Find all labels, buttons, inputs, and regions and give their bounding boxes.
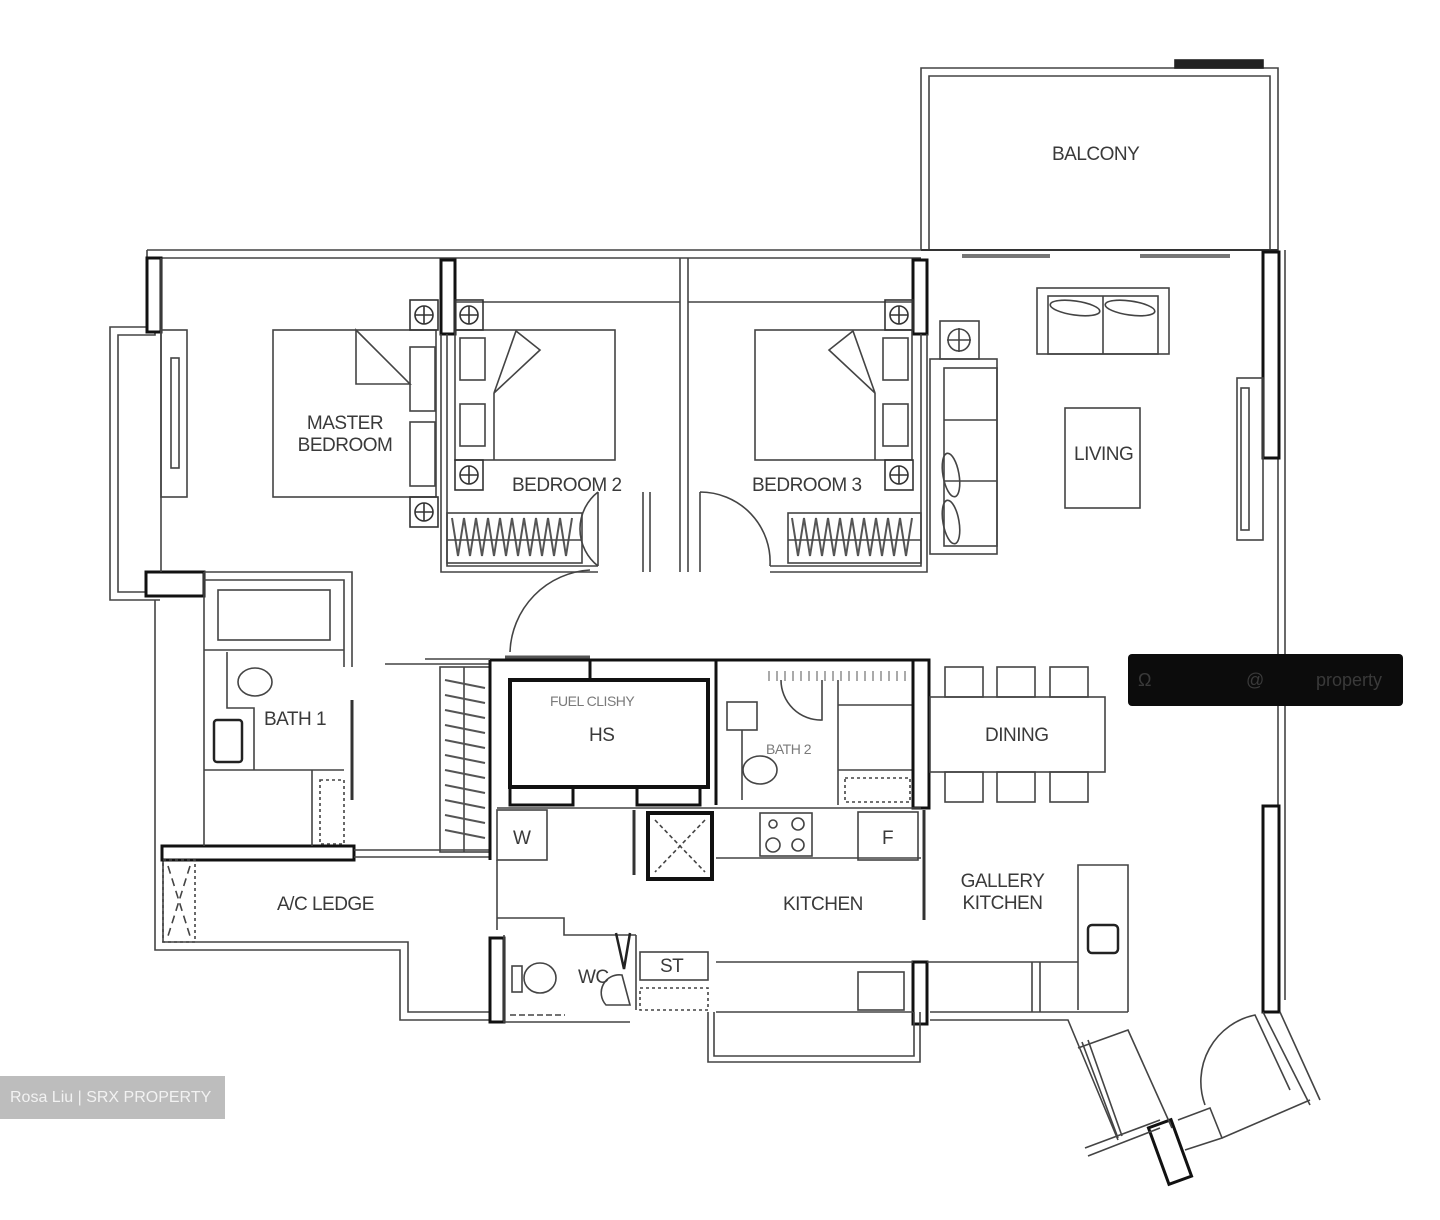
credit-watermark: Rosa Liu | SRX PROPERTY	[0, 1076, 225, 1119]
room-label-living: LIVING	[1074, 444, 1134, 465]
balcony-walls	[920, 59, 1279, 258]
ac-ledge	[162, 859, 196, 943]
bedroom-3-furniture	[688, 299, 928, 573]
bath-2-fixtures	[726, 658, 931, 810]
room-label-bedroom-3: BEDROOM 3	[752, 475, 862, 496]
room-label-bedroom-2: BEDROOM 2	[512, 475, 622, 496]
master-bedroom-line1: MASTER	[306, 413, 384, 434]
gallery-kitchen-line1: GALLERY	[960, 871, 1045, 892]
room-label-wc: WC	[578, 967, 609, 988]
master-bedroom-line2: BEDROOM	[297, 435, 393, 456]
room-label-hs-garbled: FUEL CLISHY	[550, 693, 635, 709]
room-label-dining: DINING	[985, 725, 1049, 746]
room-label-store: ST	[660, 956, 684, 977]
columns	[144, 250, 1281, 1187]
badge-right-text: property	[1316, 670, 1383, 690]
bedroom-2-furniture	[440, 299, 680, 573]
partition-wall	[679, 258, 689, 572]
room-label-bath-1: BATH 1	[264, 709, 327, 730]
bath-1-fixtures	[203, 571, 490, 858]
badge-left-glyph: Ω	[1138, 670, 1152, 690]
room-label-kitchen: KITCHEN	[783, 894, 863, 915]
living-furniture	[929, 287, 1264, 555]
master-bedroom-furniture	[160, 258, 439, 572]
badge-middle-glyph: @	[1246, 670, 1265, 690]
room-label-washer: W	[513, 828, 531, 849]
corridor-wardrobe	[385, 569, 591, 853]
room-label-balcony: BALCONY	[1052, 144, 1140, 165]
overlay-badge: Ω @ property	[1128, 654, 1403, 706]
dining-furniture	[929, 666, 1106, 803]
room-label-fridge: F	[882, 828, 894, 849]
room-label-ac-ledge: A/C LEDGE	[277, 894, 374, 915]
room-label-master-bedroom: MASTER BEDROOM	[295, 413, 395, 457]
room-label-bath-2-garbled: BATH 2	[766, 741, 811, 757]
room-label-gallery-kitchen: GALLERY KITCHEN	[955, 871, 1050, 915]
gallery-kitchen-line2: KITCHEN	[962, 893, 1043, 914]
room-label-household-shelter: HS	[589, 725, 615, 746]
household-shelter	[488, 658, 930, 860]
gallery-kitchen-fixtures	[927, 864, 1321, 1157]
kitchen-fixtures	[496, 807, 926, 1063]
